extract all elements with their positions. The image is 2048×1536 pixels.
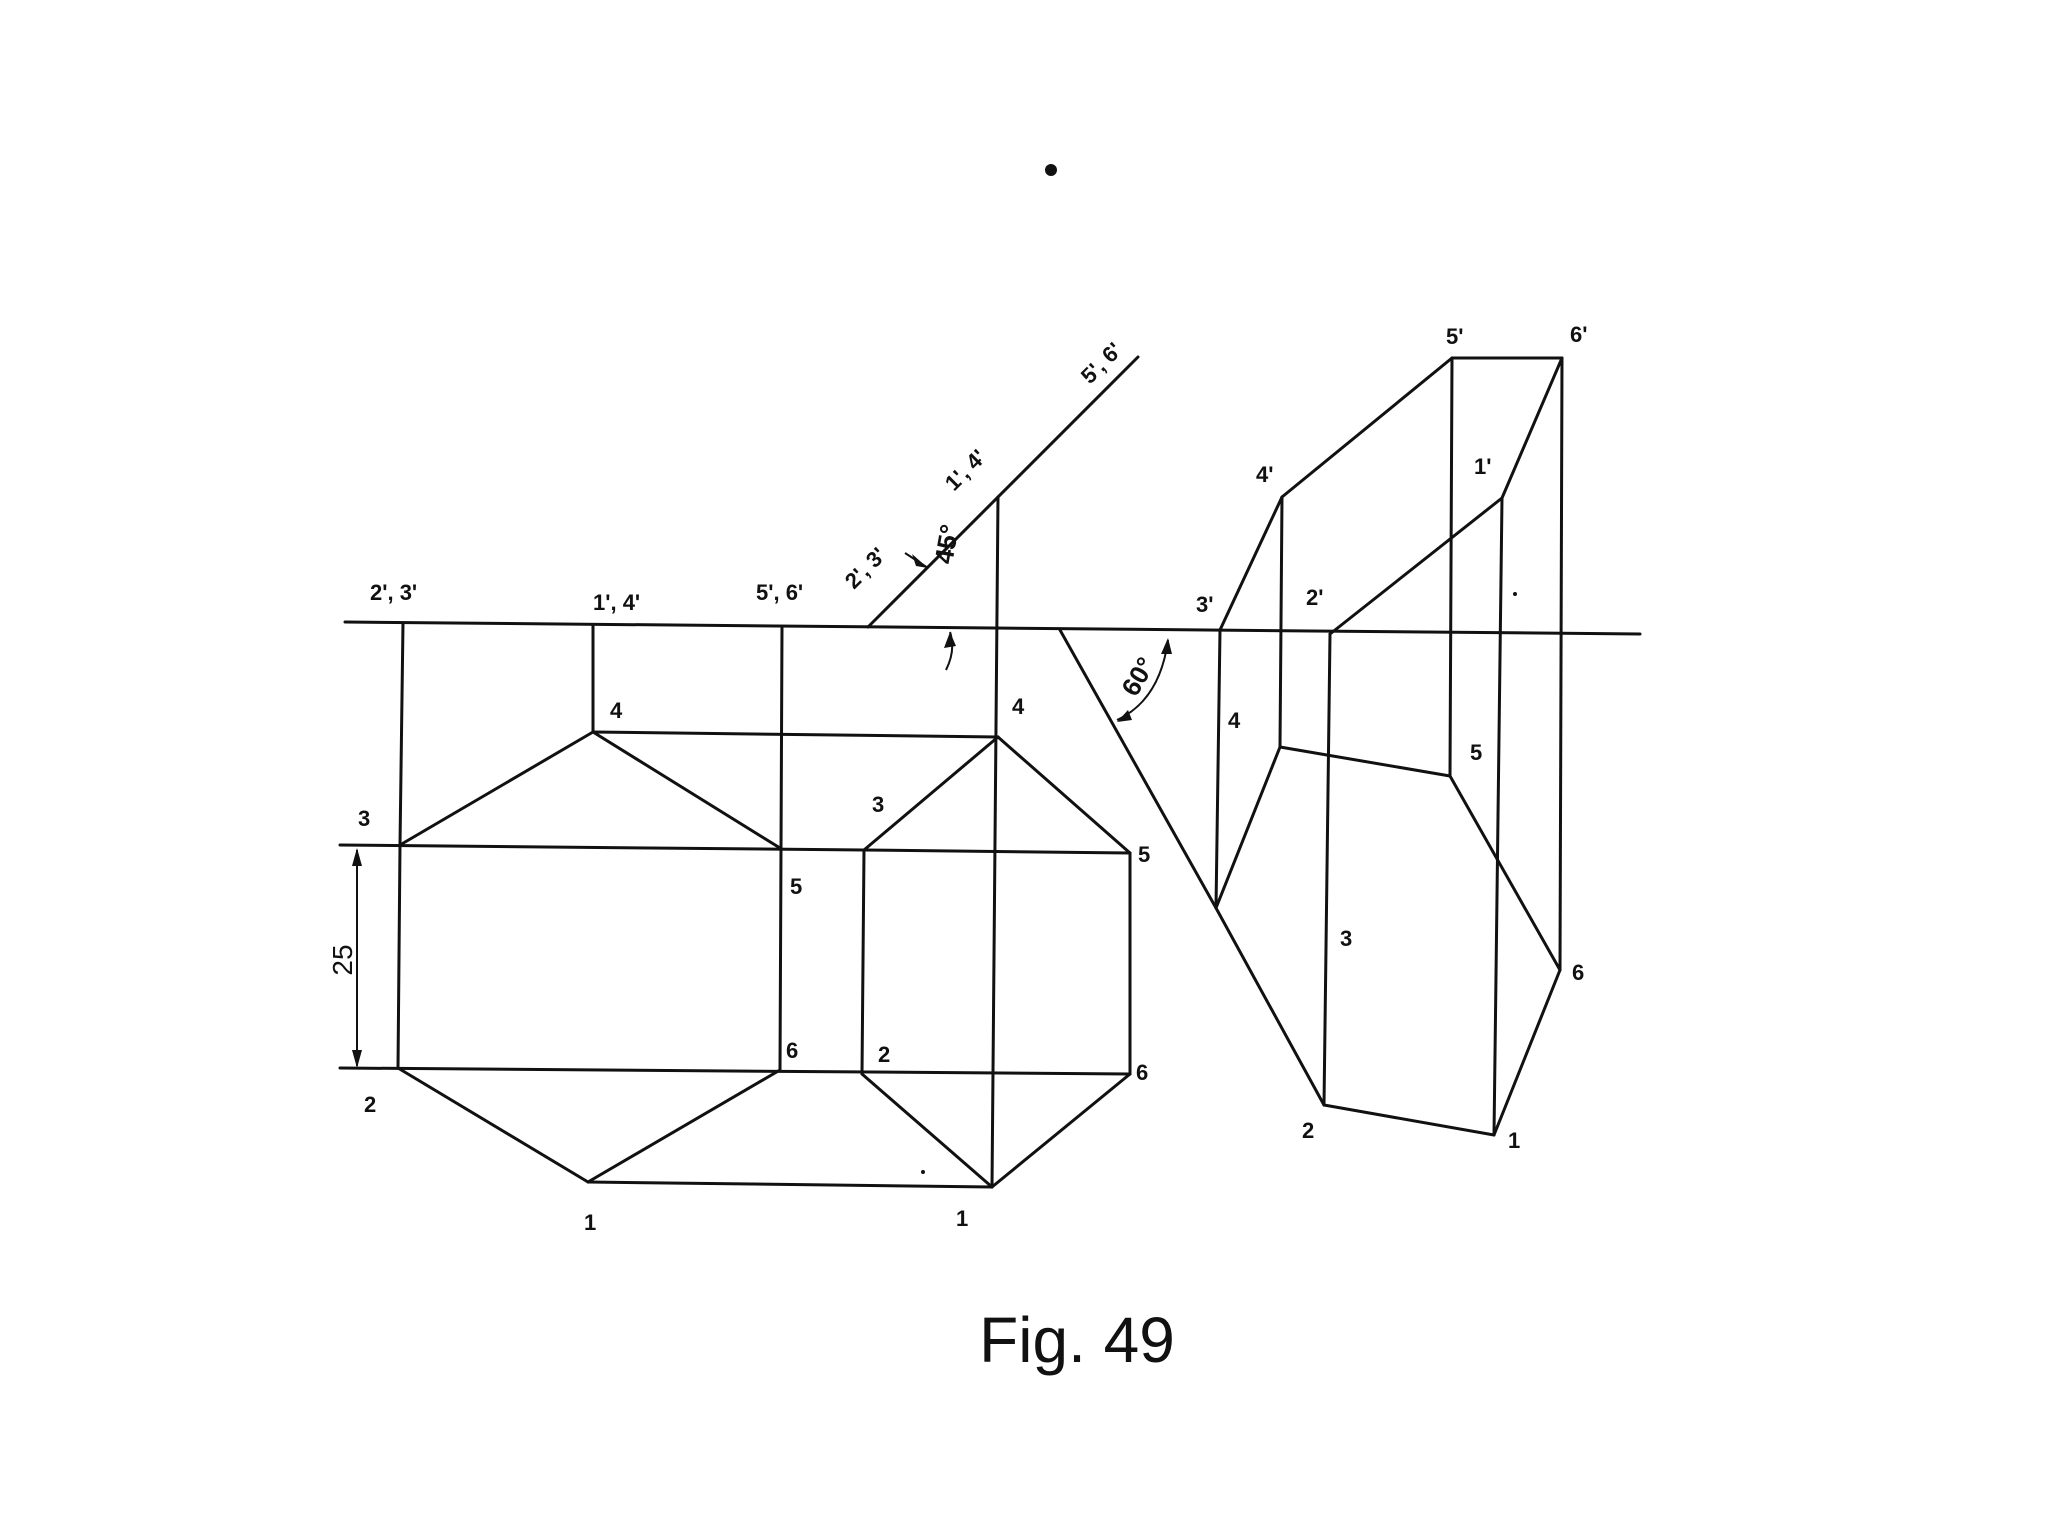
label-aux-4: 4	[1228, 708, 1241, 733]
inclined-front-view	[866, 355, 1140, 671]
label-top-6: 6	[786, 1038, 798, 1063]
label-aux-2: 2	[1302, 1118, 1314, 1143]
auxiliary-view	[1214, 356, 1564, 1137]
label-incl-5p6p: 5', 6'	[1076, 338, 1127, 389]
dimension-label: 25	[327, 944, 358, 975]
label-aux-3: 3	[1340, 926, 1352, 951]
label-top2-4: 4	[1012, 694, 1025, 719]
angle-60-label: 60°	[1115, 652, 1161, 701]
label-top2-3: 3	[872, 792, 884, 817]
angle-45-label: 45°	[928, 522, 964, 566]
label-top-4: 4	[610, 698, 623, 723]
sixty-degree-construction	[1058, 628, 1218, 910]
label-aux-2p: 2'	[1306, 585, 1323, 610]
label-aux-1p: 1'	[1474, 454, 1491, 479]
label-top-2: 2	[364, 1092, 376, 1117]
label-aux-5p: 5'	[1446, 324, 1463, 349]
top-view-left	[338, 621, 1132, 1189]
dimension-25: 25	[327, 848, 362, 1068]
label-aux-5: 5	[1470, 740, 1482, 765]
label-top-5: 5	[790, 874, 802, 899]
label-aux-1: 1	[1508, 1128, 1520, 1153]
label-aux-4p: 4'	[1256, 462, 1273, 487]
stray-dot	[1045, 164, 1057, 176]
top-view-right	[860, 495, 1132, 1189]
label-aux-6: 6	[1572, 960, 1584, 985]
label-aux-6p: 6'	[1570, 322, 1587, 347]
label-front-1p4p: 1', 4'	[593, 590, 640, 615]
label-top-1: 1	[584, 1210, 596, 1235]
figure-caption: Fig. 49	[979, 1304, 1175, 1376]
label-front-5p6p: 5', 6'	[756, 580, 803, 605]
label-top2-6: 6	[1136, 1060, 1148, 1085]
label-incl-1p4p: 1', 4'	[940, 445, 991, 496]
label-top-3: 3	[358, 806, 370, 831]
label-top2-2: 2	[878, 1042, 890, 1067]
label-incl-2p3p: 2', 3'	[840, 543, 891, 594]
stray-dot	[921, 1170, 925, 1174]
label-top2-5: 5	[1138, 842, 1150, 867]
reference-line-right	[991, 626, 1642, 636]
label-front-2p3p: 2', 3'	[370, 580, 417, 605]
reference-line-left	[343, 620, 995, 630]
label-top2-1: 1	[956, 1206, 968, 1231]
stray-dot	[1513, 592, 1517, 596]
label-aux-3p: 3'	[1196, 592, 1213, 617]
